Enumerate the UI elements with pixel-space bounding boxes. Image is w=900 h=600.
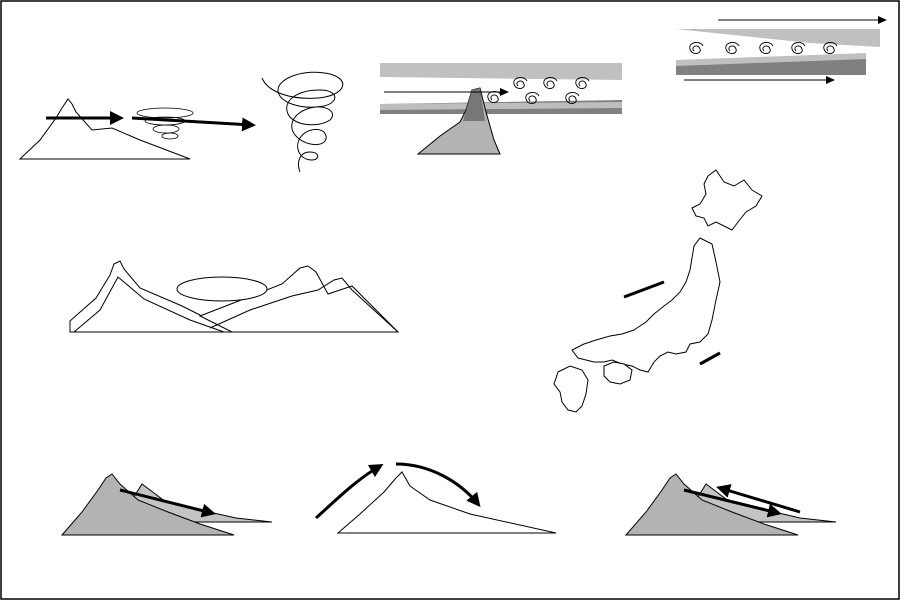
downslope-wind-arrow — [119, 488, 216, 518]
panel-slope-wind-reversal — [624, 473, 837, 536]
ridge-line — [209, 277, 399, 333]
shikoku-outline — [603, 361, 633, 385]
panel-stable-layer-peak — [380, 63, 622, 155]
panel-flow-over-mountain — [314, 462, 557, 534]
peak-dark-area — [463, 88, 485, 121]
mountain-icon — [72, 276, 225, 333]
panel-mountain-lee-wind — [18, 98, 256, 160]
hokkaido-outline — [691, 169, 763, 231]
eddy-icon — [689, 42, 838, 54]
map-marker-line — [699, 351, 721, 366]
mountain-icon — [336, 471, 557, 534]
downslope-wind-arrow — [683, 488, 782, 518]
eddy-icon — [487, 77, 590, 104]
panel-shear-layer-eddies — [676, 16, 887, 84]
downslope-flow-arrow — [395, 462, 481, 508]
basin-air-pool — [176, 276, 268, 302]
lee-vortex-icon — [136, 107, 194, 140]
panel-downslope-wind — [60, 473, 273, 536]
mountain-icon — [624, 473, 799, 536]
stable-band — [380, 102, 622, 110]
mountain-icon — [18, 98, 191, 160]
mountain-icon — [60, 473, 235, 536]
shear-band — [676, 29, 880, 47]
map-icon — [553, 169, 763, 413]
shear-band — [676, 57, 866, 75]
panel-basin-between-mountains — [69, 260, 400, 333]
shear-band — [676, 53, 866, 66]
kyushu-outline — [553, 365, 589, 413]
tornado-icon — [261, 71, 344, 173]
honshu-outline — [571, 237, 721, 373]
map-marker-line — [623, 280, 665, 299]
stable-band — [380, 63, 622, 80]
upslope-flow-arrow — [314, 463, 384, 520]
wind-arrow — [131, 116, 256, 132]
upslope-wind-arrow — [716, 484, 801, 514]
